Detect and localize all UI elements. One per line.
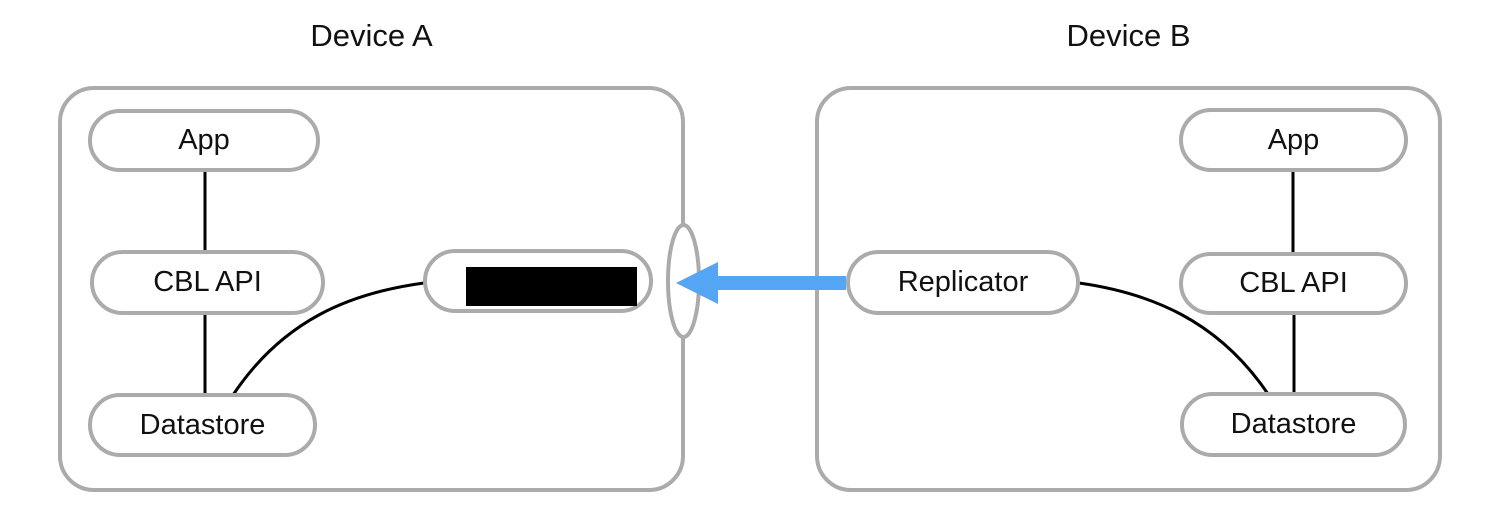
node-cbl-api-a-label: CBL API bbox=[153, 266, 262, 298]
node-app-a: App bbox=[88, 109, 320, 172]
node-datastore-a: Datastore bbox=[88, 393, 317, 457]
node-datastore-a-label: Datastore bbox=[139, 408, 266, 441]
node-datastore-b-label: Datastore bbox=[1230, 408, 1357, 440]
node-app-a-label: App bbox=[178, 124, 230, 156]
node-cbl-api-b: CBL API bbox=[1179, 252, 1408, 315]
node-app-b: App bbox=[1179, 108, 1408, 172]
node-app-b-label: App bbox=[1267, 123, 1320, 156]
node-replicator-b-label: Replicator bbox=[897, 266, 1029, 298]
device-a-title: Device A bbox=[310, 18, 433, 53]
node-cbl-api-a: CBL API bbox=[90, 250, 325, 315]
redaction-bar bbox=[466, 267, 637, 306]
node-datastore-b: Datastore bbox=[1180, 392, 1407, 457]
node-cbl-api-b-label: CBL API bbox=[1239, 267, 1348, 299]
node-replicator-b: Replicator bbox=[846, 250, 1080, 315]
device-b-title: Device B bbox=[1066, 18, 1191, 53]
node-redacted-a bbox=[423, 249, 653, 313]
